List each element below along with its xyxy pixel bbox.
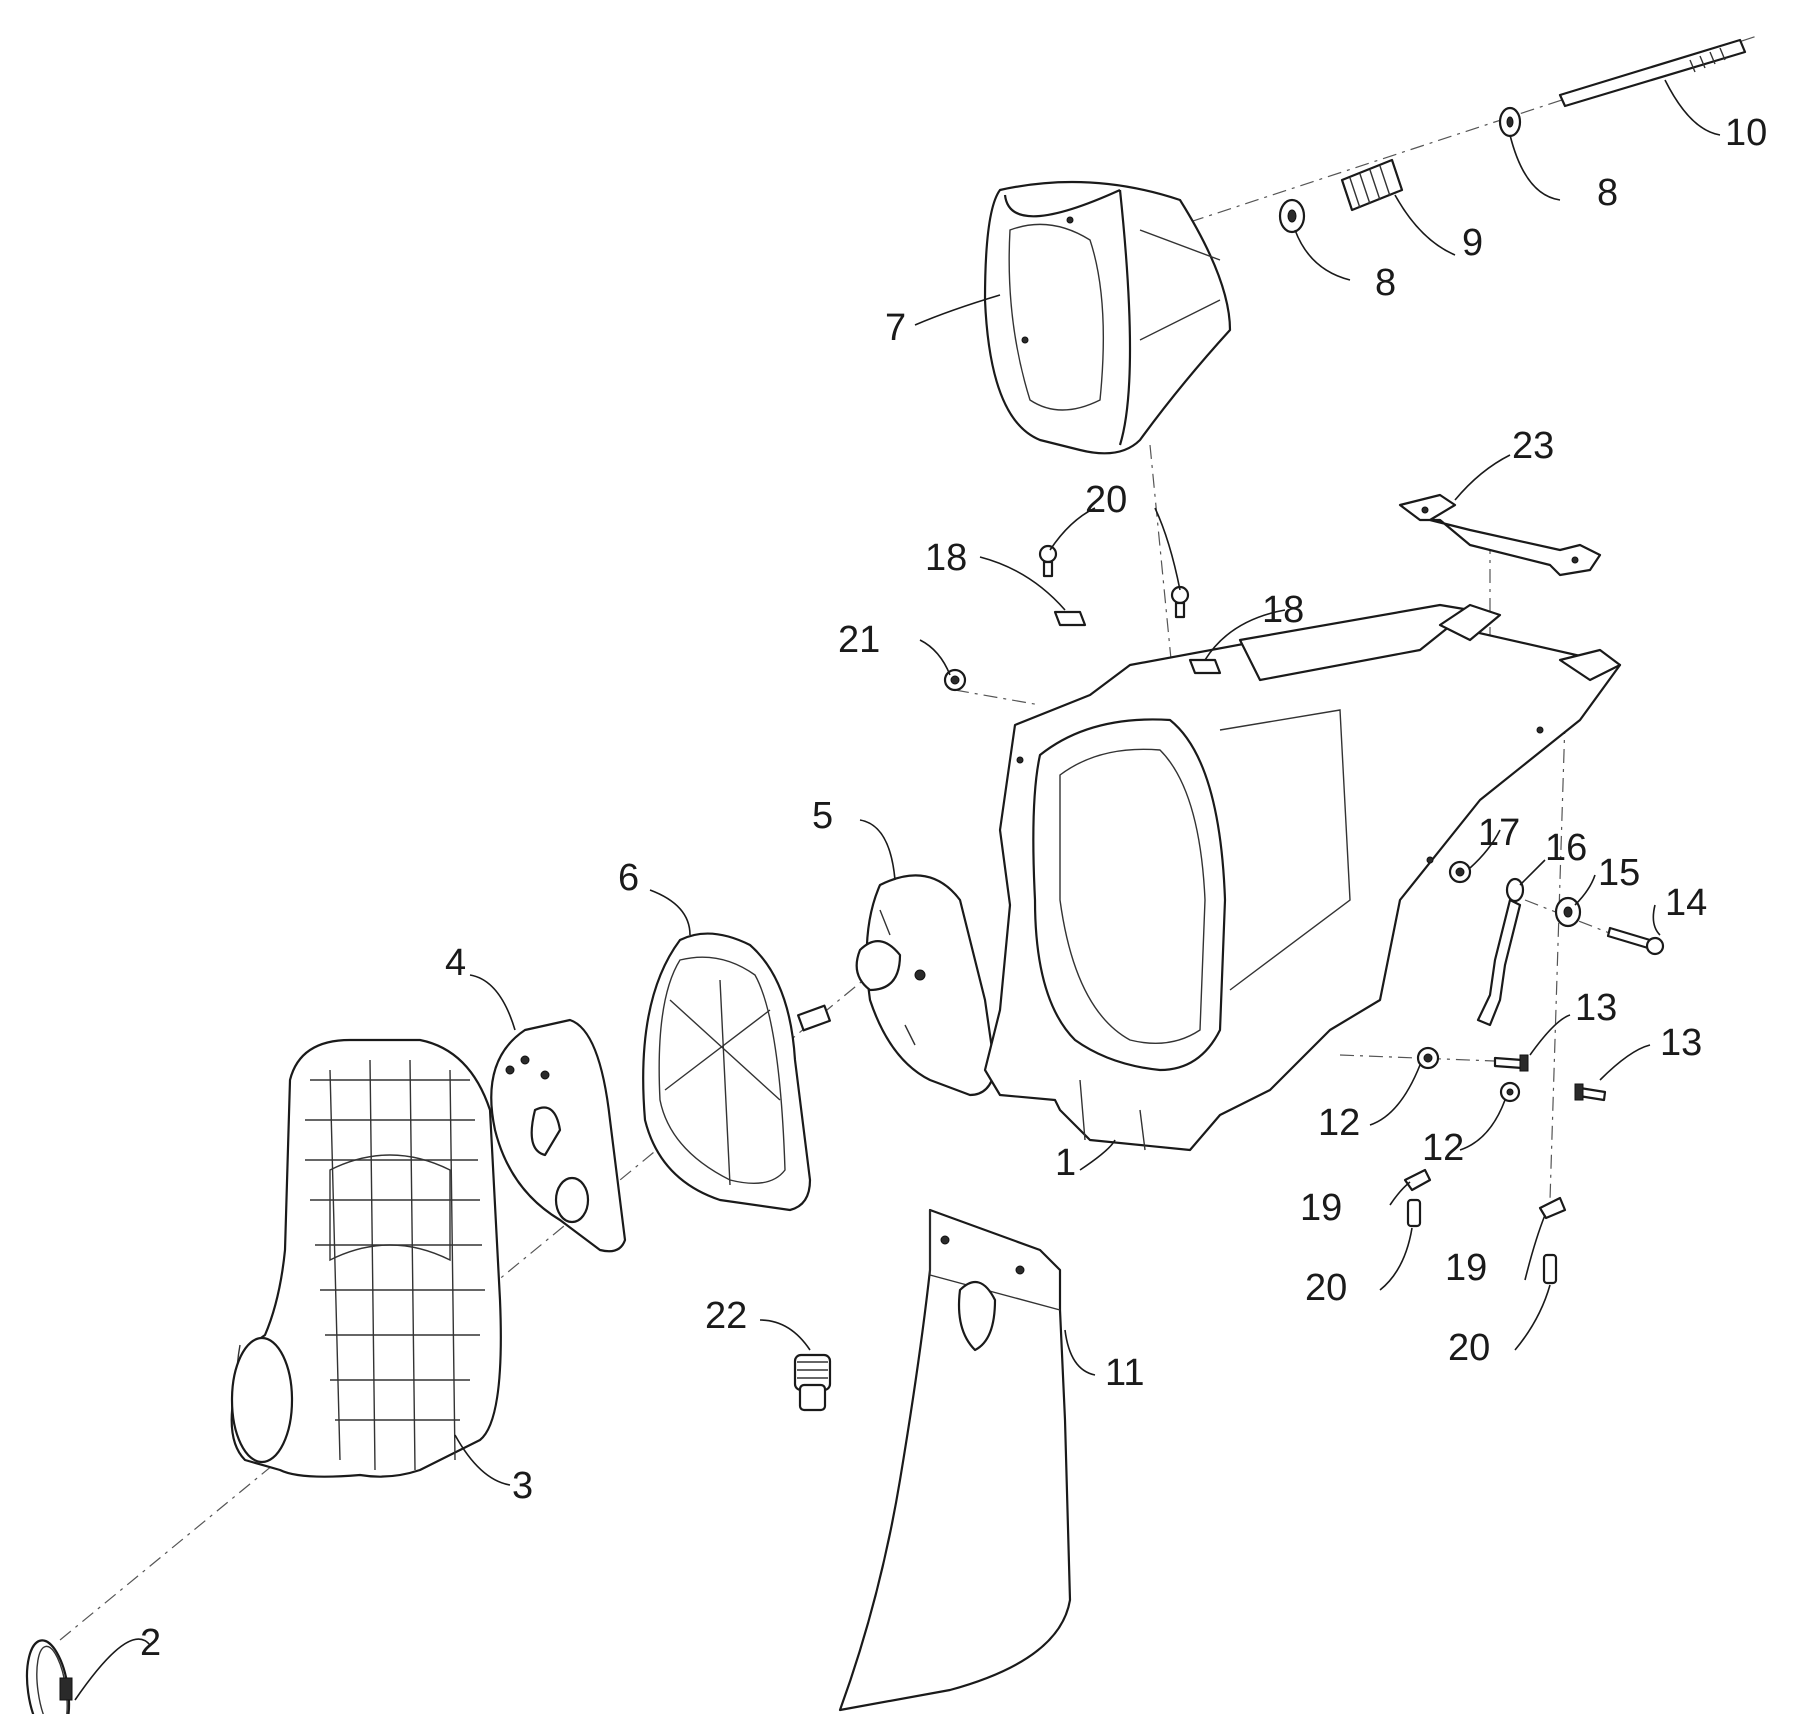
callout-8-upper: 8 [1597, 172, 1618, 214]
callout-21: 21 [838, 619, 880, 661]
callout-22: 22 [705, 1295, 747, 1337]
part-2-clamp-ring [25, 1639, 73, 1714]
callout-8-lower: 8 [1375, 262, 1396, 304]
part-6-impeller [642, 932, 831, 1212]
part-20-screw-top-right [1170, 585, 1190, 619]
callout-19-right: 19 [1445, 1247, 1487, 1289]
callout-3: 3 [512, 1465, 533, 1507]
leader-lines [74, 79, 1721, 1701]
part-18-clip-right [1188, 658, 1222, 675]
part-8-washer-lower [1278, 198, 1306, 234]
callout-16: 16 [1545, 827, 1587, 869]
callout-12-lower: 12 [1422, 1127, 1464, 1169]
part-20-screw-top-left [1038, 544, 1058, 578]
part-7-cup [983, 180, 1232, 455]
callout-6: 6 [618, 857, 639, 899]
callout-4: 4 [445, 942, 466, 984]
callout-labels: 1 2 3 4 5 6 7 8 8 9 10 11 12 12 13 13 14… [140, 112, 1767, 1664]
callout-23: 23 [1512, 425, 1554, 467]
callout-10: 10 [1725, 112, 1767, 154]
callout-13-lower: 13 [1660, 1022, 1702, 1064]
callout-20-left: 20 [1305, 1267, 1347, 1309]
callout-2: 2 [140, 1622, 161, 1664]
callout-12-upper: 12 [1318, 1102, 1360, 1144]
part-13-screw-lower [1574, 1083, 1607, 1102]
part-23-bracket [1398, 493, 1602, 577]
callout-15: 15 [1598, 852, 1640, 894]
part-17-nut [1448, 860, 1472, 884]
callout-13-upper: 13 [1575, 987, 1617, 1029]
part-4-plate [490, 1018, 627, 1253]
part-3-inlet-housing [230, 1038, 502, 1478]
callout-11: 11 [1105, 1352, 1144, 1394]
callout-1: 1 [1055, 1142, 1076, 1184]
part-5-cover-plate [855, 874, 997, 1097]
part-16-link-rod [1476, 877, 1525, 1027]
part-20-pin-left [1406, 1198, 1422, 1228]
part-14-bolt [1606, 926, 1665, 956]
part-19-clip-right [1538, 1196, 1567, 1220]
part-12-nut-lower [1499, 1081, 1521, 1103]
part-10-shaft [1558, 38, 1747, 108]
part-15-washer [1554, 896, 1582, 928]
callout-20-right: 20 [1448, 1327, 1490, 1369]
part-20-pin-right [1542, 1253, 1558, 1285]
callout-5: 5 [812, 795, 833, 837]
callout-17: 17 [1478, 812, 1520, 854]
part-9-spring [1340, 158, 1404, 212]
callout-18-left: 18 [925, 537, 967, 579]
part-1-main-housing [983, 603, 1622, 1152]
part-8-washer-upper [1498, 106, 1522, 138]
callout-19-left: 19 [1300, 1187, 1342, 1229]
part-18-clip-left [1053, 610, 1087, 627]
part-13-screw-upper [1493, 1054, 1529, 1072]
callout-7: 7 [885, 307, 906, 349]
callout-9: 9 [1462, 222, 1483, 264]
callout-18-right: 18 [1262, 589, 1304, 631]
callout-14: 14 [1665, 882, 1707, 924]
part-11-chute [838, 1208, 1072, 1712]
part-12-nut-upper [1416, 1046, 1440, 1070]
part-21-nut [943, 668, 967, 692]
part-19-clip-left [1403, 1168, 1432, 1192]
part-22-plug [793, 1353, 832, 1412]
callout-20-top: 20 [1085, 479, 1127, 521]
